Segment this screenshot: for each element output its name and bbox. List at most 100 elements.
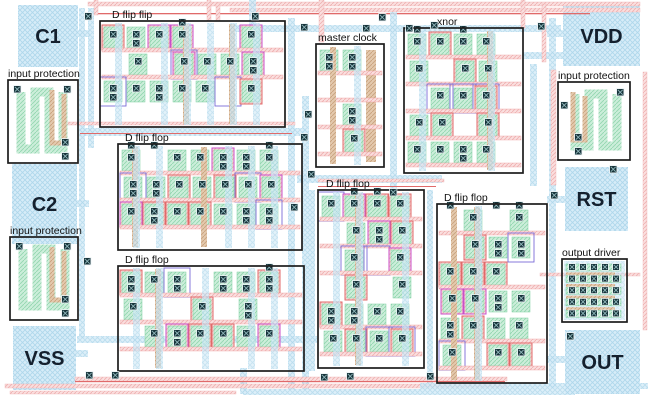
pad-c2: C2 — [12, 164, 77, 244]
via-contact — [61, 138, 70, 147]
red-wire — [95, 13, 590, 15]
via-contact — [568, 309, 576, 318]
via-contact — [616, 88, 625, 97]
output-driver-label: output driver — [562, 247, 621, 259]
via-contact — [242, 207, 251, 216]
via-contact — [413, 37, 422, 46]
via-contact — [517, 294, 526, 303]
via-contact — [415, 118, 424, 127]
via-contact — [389, 188, 398, 197]
via-contact — [430, 21, 439, 30]
via-contact — [537, 22, 546, 31]
via-contact — [590, 286, 598, 294]
green-serpentine — [18, 244, 70, 311]
pad-rst: RST — [565, 167, 628, 231]
input-protection-3-border — [557, 81, 631, 161]
via-contact — [484, 64, 493, 73]
via-contact — [150, 216, 159, 225]
via-contact — [178, 18, 187, 27]
via-contact — [560, 101, 569, 110]
via-contact — [196, 153, 205, 162]
pad-vdd-area — [563, 6, 640, 66]
blue-wire — [76, 30, 90, 37]
block-dff-bottom — [119, 263, 303, 369]
blue-wire — [302, 96, 309, 390]
via-contact — [152, 180, 161, 189]
dff-bottom-border — [117, 265, 305, 372]
blue-wire — [309, 190, 315, 371]
blue-wire — [390, 12, 397, 192]
pad-c1-area — [18, 5, 78, 67]
output-driver-border — [561, 258, 628, 323]
via-contact — [267, 180, 276, 189]
block-input-protection-2 — [15, 242, 72, 318]
blue-wire — [75, 200, 89, 207]
pink-wire — [642, 71, 648, 331]
via-contact — [362, 24, 371, 33]
via-contact — [375, 334, 384, 343]
via-contact — [63, 242, 72, 251]
via-contact — [612, 274, 620, 283]
via-contact — [109, 84, 118, 93]
xnor-border — [403, 27, 524, 174]
via-contact — [173, 329, 182, 338]
via-contact — [325, 62, 334, 71]
via-contact — [180, 57, 189, 66]
via-contact — [579, 309, 587, 318]
poly-serpentine — [49, 247, 67, 303]
input-protection-2-border — [9, 236, 79, 321]
via-contact — [247, 84, 256, 93]
via-contact — [568, 274, 576, 283]
via-contact — [175, 180, 184, 189]
via-contact — [198, 180, 207, 189]
master-clock-border — [315, 43, 385, 168]
via-contact — [459, 25, 468, 34]
input-protection-1-label: input protection — [8, 68, 80, 80]
via-contact — [265, 141, 274, 150]
via-contact — [413, 145, 422, 154]
via-contact — [307, 170, 316, 179]
via-contact — [482, 145, 491, 154]
via-contact — [247, 30, 256, 39]
via-contact — [242, 162, 251, 171]
via-contact — [438, 118, 447, 127]
via-contact — [350, 316, 359, 325]
via-contact — [352, 280, 361, 289]
pink-wire — [550, 69, 557, 186]
dff-top-label: D flip flip — [112, 9, 152, 21]
via-contact — [219, 275, 228, 284]
via-contact — [109, 30, 118, 39]
green-serpentine — [16, 87, 68, 154]
via-contact — [155, 84, 164, 93]
via-contact — [568, 263, 576, 271]
dff-bottom-label: D flip flop — [125, 254, 169, 266]
via-contact — [350, 307, 359, 316]
pink-wire — [520, 0, 526, 29]
via-contact — [129, 180, 138, 189]
pad-vdd-label: VDD — [580, 26, 622, 48]
via-contact — [178, 84, 187, 93]
via-contact — [609, 165, 618, 174]
via-contact — [492, 321, 501, 330]
poly-serpentine — [49, 90, 67, 146]
via-contact — [471, 240, 480, 249]
pad-c1: C1 — [18, 5, 78, 67]
via-contact — [61, 309, 70, 318]
via-contact — [244, 180, 253, 189]
via-contact — [398, 226, 407, 235]
via-contact — [461, 64, 470, 73]
loose-vias — [83, 12, 618, 382]
via-contact — [150, 329, 159, 338]
via-contact — [373, 199, 382, 208]
via-contact — [601, 309, 609, 318]
red-wire — [75, 381, 505, 383]
green-serpentine — [570, 89, 622, 151]
via-contact — [265, 207, 274, 216]
via-contact — [198, 302, 207, 311]
via-contact — [61, 152, 70, 161]
dff-right-label: D flip flop — [444, 192, 488, 204]
standard-cells — [99, 18, 546, 381]
via-contact — [132, 39, 141, 48]
